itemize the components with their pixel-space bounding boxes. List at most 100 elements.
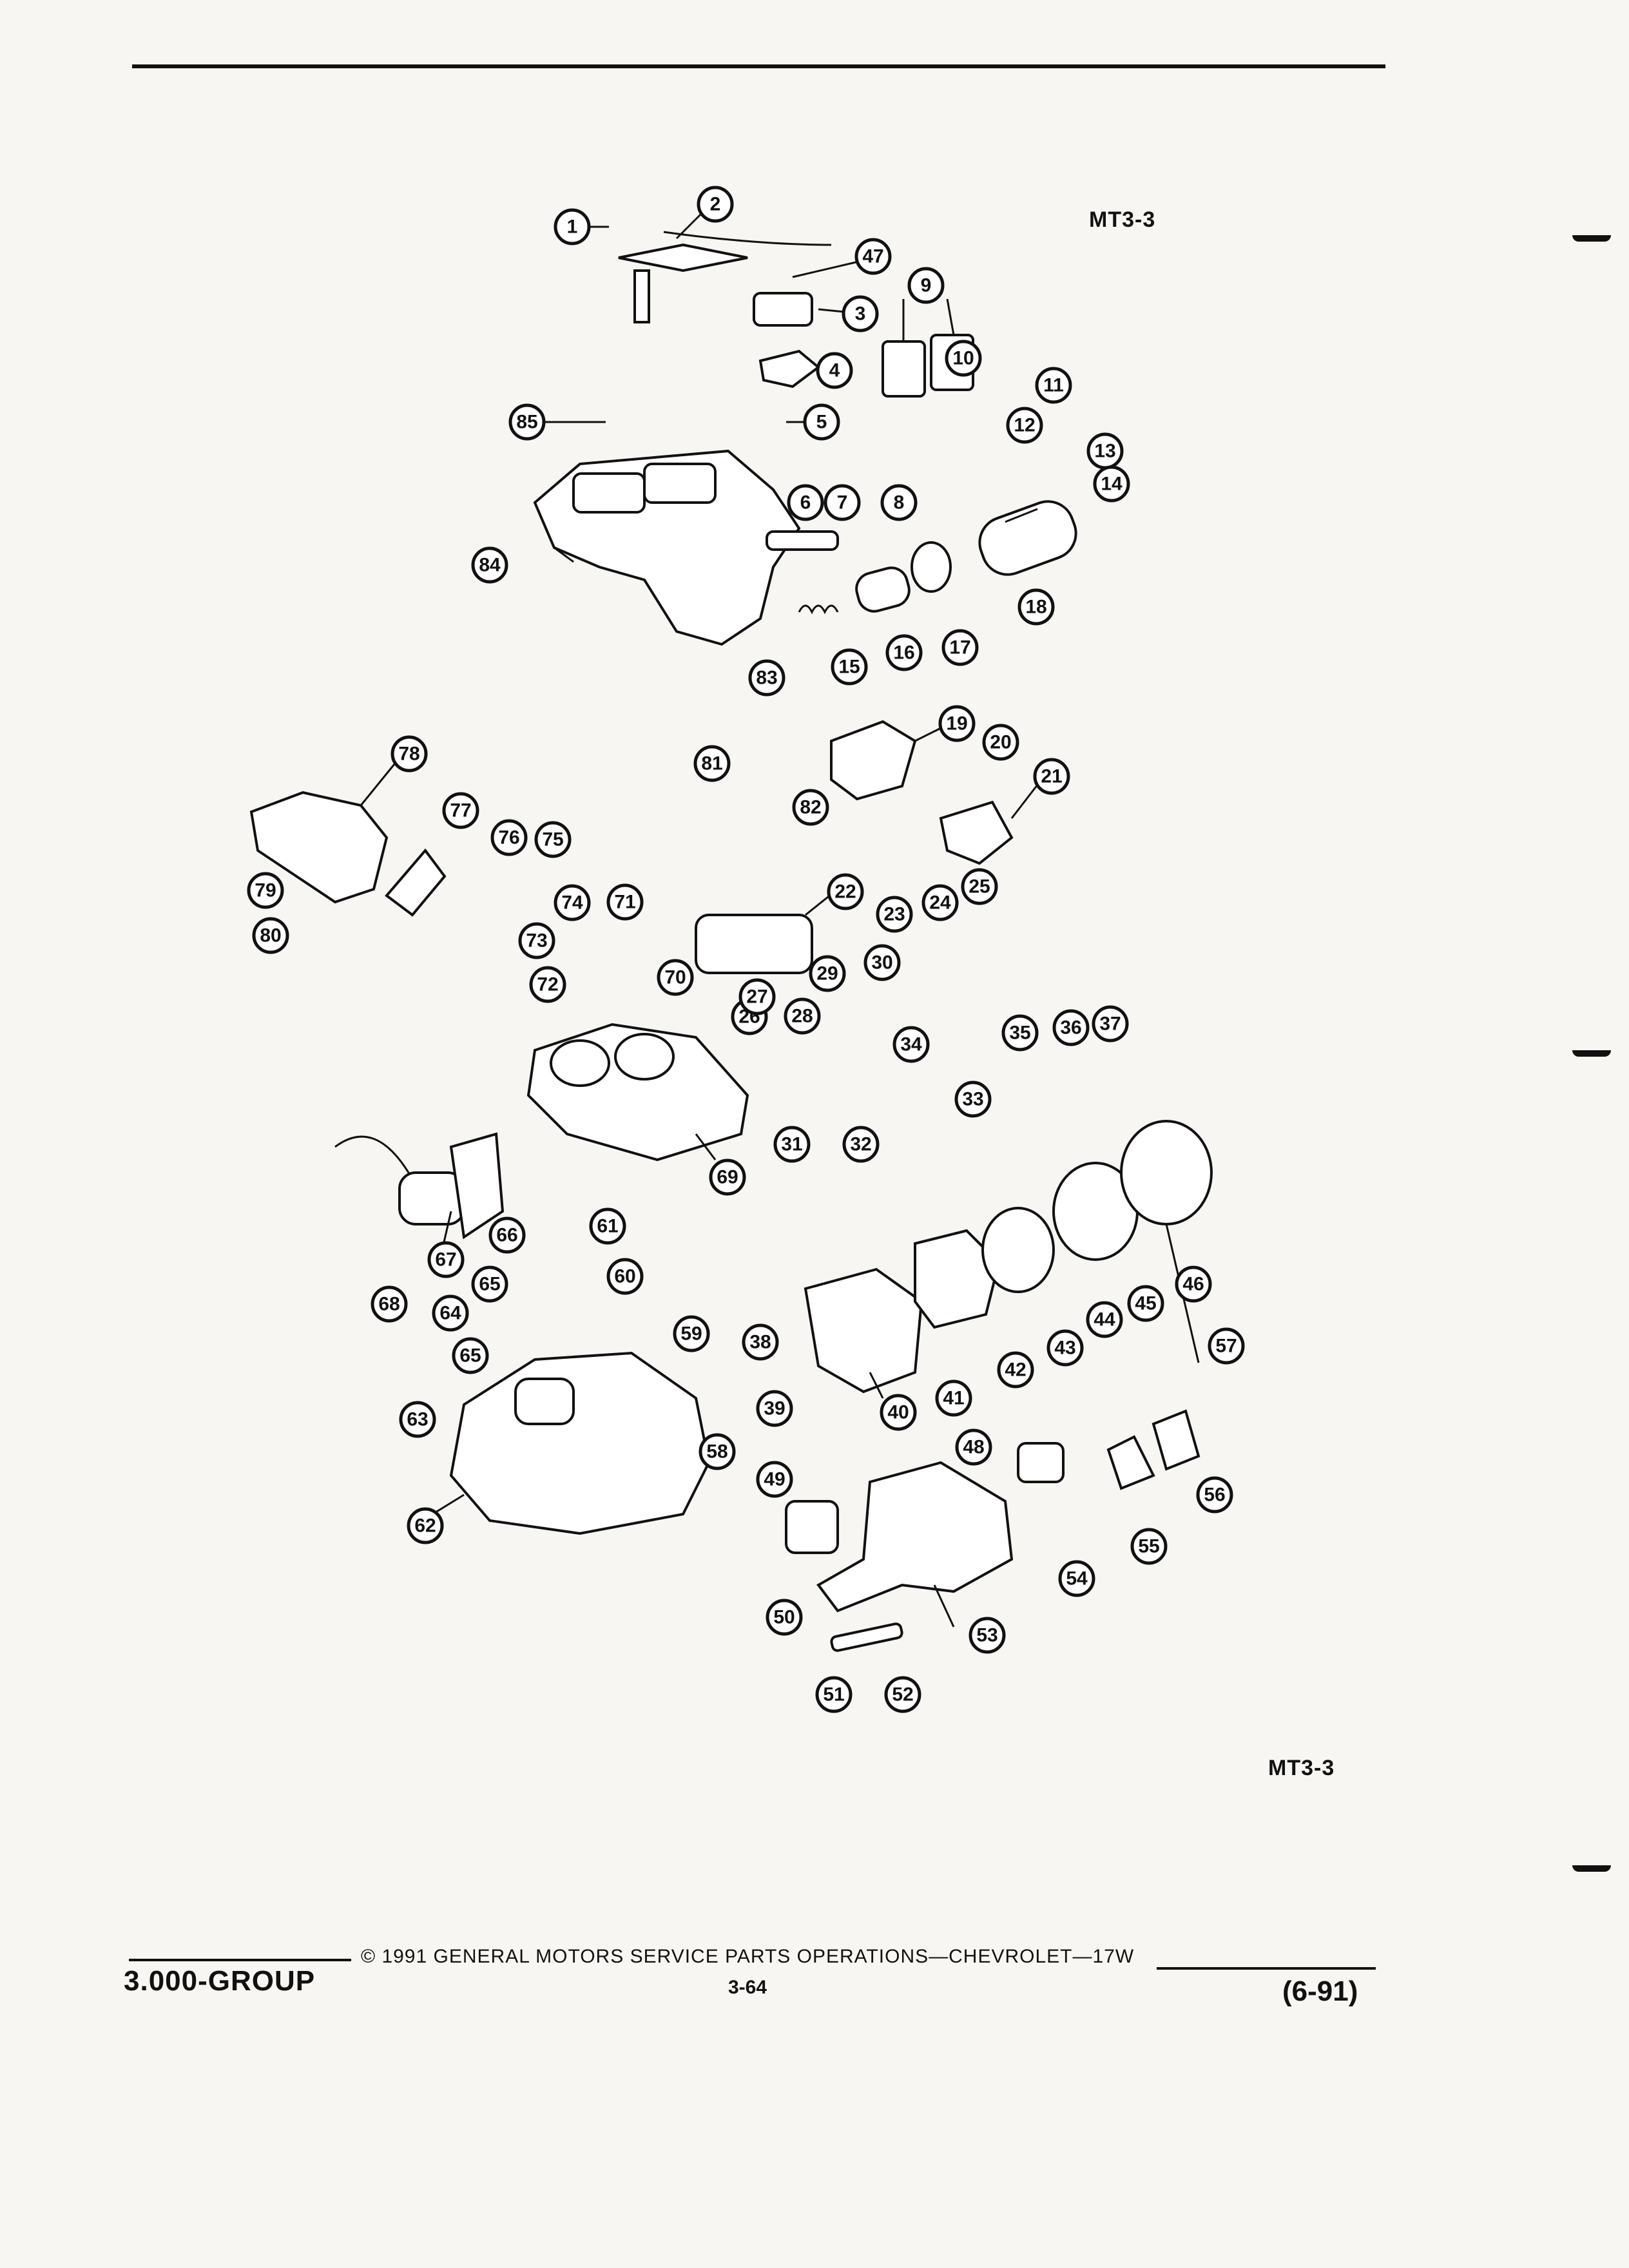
callout-number: 67 [435, 1249, 456, 1271]
callout-circle [1033, 758, 1070, 795]
callout-number: 25 [969, 876, 990, 898]
callout-circle [842, 1126, 880, 1163]
callout-circle [863, 944, 901, 981]
callout-60: 60 [606, 1258, 644, 1295]
callout-65: 65 [452, 1337, 489, 1374]
callout-36: 36 [1052, 1009, 1090, 1046]
callout-3: 3 [842, 295, 879, 332]
callout-number: 3 [855, 303, 866, 325]
callout-52: 52 [884, 1676, 921, 1713]
callout-22: 22 [827, 873, 864, 910]
callout-13: 13 [1086, 432, 1124, 470]
callout-number: 12 [1014, 415, 1035, 436]
callout-80: 80 [252, 917, 289, 954]
part-49-cover [785, 1500, 839, 1554]
callout-20: 20 [982, 724, 1019, 761]
callout-circle [748, 659, 786, 697]
callout-circle [827, 873, 864, 910]
part-46-ring [1120, 1120, 1213, 1225]
callout-70: 70 [657, 959, 694, 996]
page-edge-tab [1572, 1865, 1611, 1872]
callout-number: 66 [496, 1225, 517, 1246]
callout-39: 39 [756, 1390, 793, 1427]
callout-circle [738, 978, 776, 1015]
gasket-bore-right [614, 1033, 675, 1081]
callout-circle [488, 1216, 526, 1254]
callout-circle [606, 1258, 644, 1295]
callout-circle [756, 1390, 793, 1427]
callout-circle [876, 896, 913, 933]
callout-circle [534, 821, 572, 858]
callout-circle [606, 883, 644, 921]
callout-circle [1058, 1560, 1095, 1597]
callout-56: 56 [1196, 1476, 1233, 1514]
callout-circle [399, 1401, 436, 1438]
callout-number: 14 [1101, 474, 1123, 495]
callout-circle [1130, 1528, 1168, 1565]
callout-circle [1127, 1285, 1164, 1322]
callout-number: 4 [829, 360, 840, 381]
callout-circle [773, 1126, 811, 1163]
float-bowl-chamber [514, 1378, 575, 1425]
callout-circle [784, 997, 821, 1035]
callout-number: 23 [883, 904, 905, 925]
footer-group-label: 3.000-GROUP [124, 1965, 316, 1997]
callout-circle [969, 1617, 1006, 1654]
callout-66: 66 [488, 1216, 526, 1254]
callout-41: 41 [935, 1379, 972, 1417]
callout-circle [1035, 367, 1072, 404]
callout-number: 74 [561, 892, 583, 914]
part-67-solenoid [398, 1171, 465, 1225]
callout-circle [809, 955, 846, 992]
callout-number: 8 [894, 492, 905, 514]
callout-31: 31 [773, 1126, 811, 1163]
page-edge-tab [1572, 1050, 1611, 1057]
callout-circle [371, 1285, 408, 1323]
callout-number: 20 [990, 732, 1011, 753]
callout-circle [390, 735, 428, 773]
callout-number: 59 [680, 1323, 702, 1345]
callout-53: 53 [969, 1617, 1006, 1654]
callout-number: 71 [614, 892, 635, 913]
callout-circle [1175, 1265, 1212, 1303]
callout-circle [554, 208, 591, 245]
callout-circle [982, 724, 1019, 761]
callout-7: 7 [824, 484, 861, 521]
callout-circle [824, 484, 861, 521]
top-rule [132, 64, 1385, 68]
callout-number: 34 [900, 1034, 922, 1055]
callout-51: 51 [815, 1676, 853, 1713]
callout-number: 35 [1009, 1023, 1030, 1044]
callout-circle [766, 1599, 803, 1636]
part-77-link [385, 848, 447, 917]
part-17-ring [911, 541, 952, 593]
callout-28: 28 [784, 997, 821, 1035]
callout-circle [938, 705, 976, 742]
callout-circle [941, 629, 979, 666]
callout-14: 14 [1093, 465, 1130, 503]
part-3-cap [753, 292, 813, 327]
sensor-post [633, 269, 650, 323]
callout-44: 44 [1086, 1301, 1123, 1338]
callout-number: 73 [526, 930, 547, 952]
callout-circle [508, 403, 546, 441]
callout-number: 21 [1041, 766, 1062, 787]
callout-24: 24 [921, 884, 959, 921]
callout-69: 69 [709, 1158, 746, 1196]
callout-number: 1 [567, 216, 578, 238]
callout-number: 2 [710, 194, 721, 215]
callout-circle [471, 546, 508, 584]
callout-50: 50 [766, 1599, 803, 1636]
callout-83: 83 [748, 659, 786, 697]
callout-circle [831, 648, 868, 686]
callout-circle [490, 819, 528, 856]
leader-lines [360, 205, 1200, 1628]
callout-number: 55 [1138, 1536, 1159, 1557]
callout-circle [756, 1461, 793, 1498]
callout-17: 17 [941, 629, 979, 666]
callout-30: 30 [863, 944, 901, 981]
callout-number: 19 [946, 713, 967, 735]
callout-number: 68 [378, 1294, 400, 1315]
callout-8: 8 [880, 484, 918, 521]
